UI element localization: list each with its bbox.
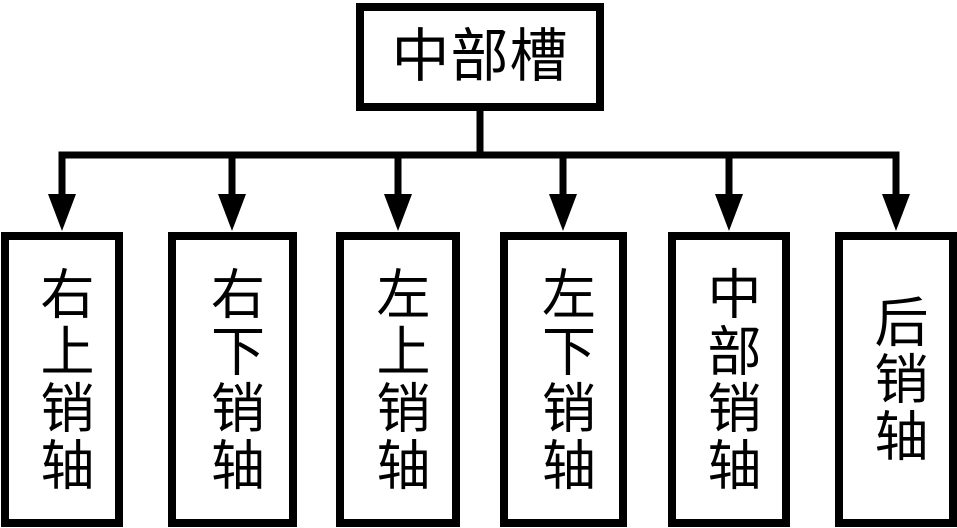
child-node-label-1: 右上销轴 (32, 265, 92, 494)
child-node-label-6: 后销轴 (866, 294, 926, 465)
arrowhead-child-4 (549, 194, 577, 231)
arrowhead-child-1 (48, 194, 76, 231)
child-node-box-6: 后销轴 (835, 232, 957, 527)
child-node-box-2: 右下销轴 (168, 232, 297, 527)
child-node-box-5: 中部销轴 (668, 232, 790, 527)
child-node-label-3: 左上销轴 (368, 265, 428, 494)
arrowhead-child-5 (715, 194, 743, 231)
arrowhead-child-3 (384, 194, 412, 231)
child-node-label-2: 右下销轴 (202, 265, 263, 494)
child-node-box-3: 左上销轴 (336, 232, 460, 527)
root-node-label: 中部槽 (391, 24, 569, 89)
child-node-box-1: 右上销轴 (1, 232, 123, 527)
child-node-label-4: 左下销轴 (533, 265, 594, 494)
root-node-box: 中部槽 (356, 3, 604, 111)
child-node-label-5: 中部销轴 (699, 265, 759, 494)
arrowhead-child-2 (218, 194, 246, 231)
child-node-box-4: 左下销轴 (500, 232, 627, 527)
arrowhead-child-6 (882, 194, 910, 231)
